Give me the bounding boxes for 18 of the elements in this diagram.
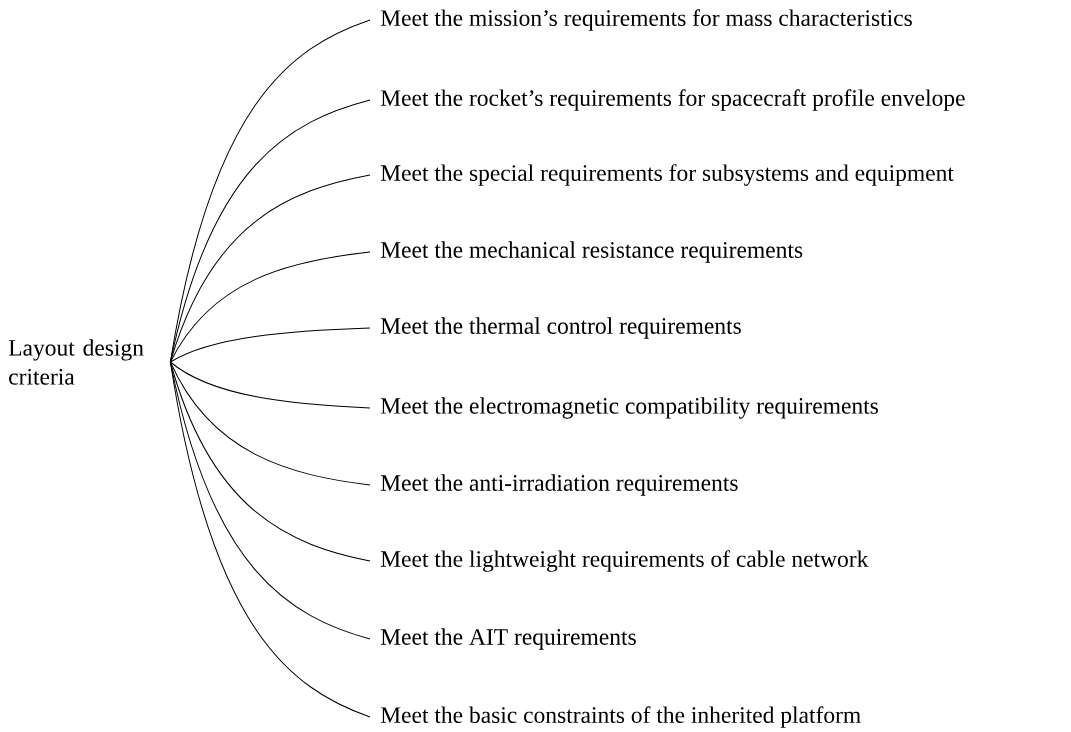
branch-line [169, 251, 371, 363]
requirement-label: Meet the AIT requirements [380, 628, 636, 650]
branch-line [169, 361, 371, 718]
requirement-label: Meet the basic constraints of the inherited platform [380, 706, 861, 728]
requirement-label: Meet the thermal control requirements [380, 317, 741, 339]
criterion-label: Layout design criteria [8, 339, 144, 385]
branch-line [169, 327, 371, 363]
requirement-label: Meet the special requirements for subsystems and equipment [380, 164, 954, 186]
branch-line [169, 361, 371, 640]
requirement-label: Meet the anti-irradiation requirements [380, 474, 738, 496]
branch-line [169, 361, 371, 486]
branch-line [169, 361, 371, 409]
requirement-label: Meet the mission’s requirements for mass characteristics [380, 9, 912, 31]
requirement-label: Meet the lightweight requirements of cable network [380, 550, 869, 572]
requirement-label: Meet the electromagnetic compatibility requirements [380, 397, 878, 419]
requirement-label: Meet the mechanical resistance requirements [380, 241, 803, 263]
branch-line [169, 174, 371, 363]
requirement-label: Meet the rocket’s requirements for spacecraft profile envelope [380, 89, 965, 111]
